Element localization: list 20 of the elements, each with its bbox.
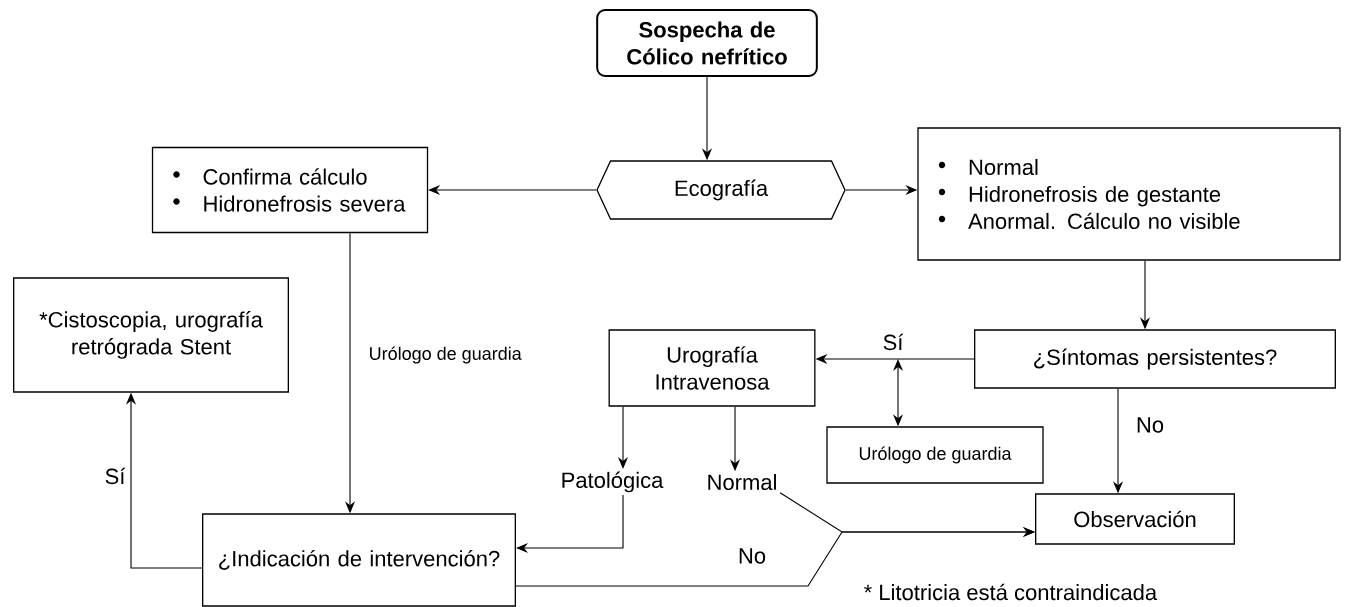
outcome-text: Patológica [562, 471, 664, 493]
bullet-box: Confirma cálculo Hidronefrosis severa [151, 146, 429, 234]
arrow [516, 494, 624, 554]
start-box: Sospecha de Cólico nefrítico [596, 9, 818, 77]
decision-hexagon: Ecografía [596, 160, 846, 220]
outcome-text: Normal [708, 473, 776, 491]
edge-label: Sí [880, 331, 906, 353]
edge-label: No [735, 546, 769, 566]
edge-label: Urólogo de guardia [366, 344, 524, 366]
process-box: ¿Indicación de intervención? [202, 513, 516, 607]
footnote: * Litotricia está contraindicada [864, 583, 1158, 601]
process-box: Observación [1035, 493, 1235, 545]
edge-label: No [1133, 415, 1167, 435]
edge-label: Sí [102, 465, 128, 487]
process-box: Urografía Intravenosa [608, 329, 816, 407]
arrow [515, 526, 1035, 587]
bullet-box: Normal Hidronefrosis de gestante Anormal. Cálculo no visible [917, 127, 1341, 261]
process-box: ¿Síntomas persistentes? [974, 329, 1336, 389]
process-box: Urólogo de guardia [826, 426, 1044, 484]
process-box: *Cistoscopia, urografía retrógrada Stent [13, 277, 289, 393]
